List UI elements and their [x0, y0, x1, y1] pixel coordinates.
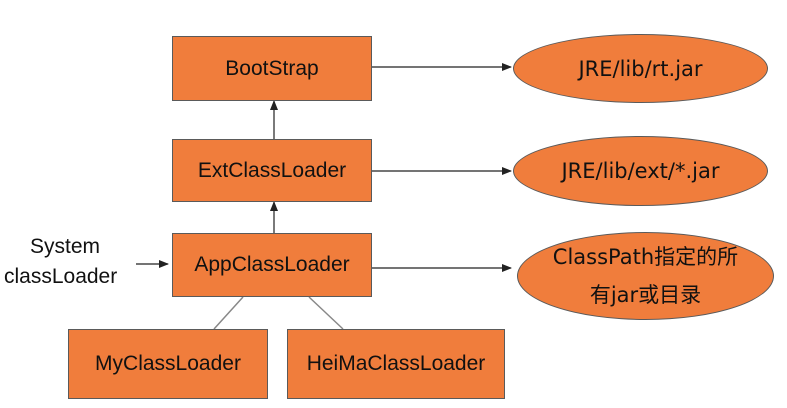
classpath-ellipse: ClassPath指定的所 有jar或目录: [517, 232, 774, 320]
heima-classloader-box: HeiMaClassLoader: [287, 329, 505, 399]
bootstrap-box: BootStrap: [172, 36, 372, 101]
ext-jar-label: JRE/lib/ext/*.jar: [561, 159, 720, 183]
system-label-line2: classLoader: [4, 265, 118, 288]
classpath-label-line2: 有jar或目录: [589, 283, 702, 307]
ext-classloader-box: ExtClassLoader: [172, 139, 372, 202]
bootstrap-label: BootStrap: [225, 56, 319, 80]
system-classloader-label: System classLoader: [4, 232, 117, 292]
connector-heima-to-app: [308, 296, 344, 330]
ext-jar-ellipse: JRE/lib/ext/*.jar: [513, 136, 768, 206]
system-label-line1: System: [30, 235, 101, 258]
my-classloader-box: MyClassLoader: [68, 329, 268, 399]
connector-my-to-app: [213, 296, 244, 330]
heima-classloader-label: HeiMaClassLoader: [306, 352, 486, 375]
classpath-label-line1: ClassPath指定的所: [552, 245, 739, 269]
my-classloader-label: MyClassLoader: [95, 352, 241, 375]
rt-jar-ellipse: JRE/lib/rt.jar: [513, 34, 768, 103]
app-classloader-label: AppClassLoader: [194, 253, 350, 276]
rt-jar-label: JRE/lib/rt.jar: [578, 56, 703, 81]
app-classloader-box: AppClassLoader: [172, 233, 372, 297]
ext-classloader-label: ExtClassLoader: [197, 158, 347, 182]
